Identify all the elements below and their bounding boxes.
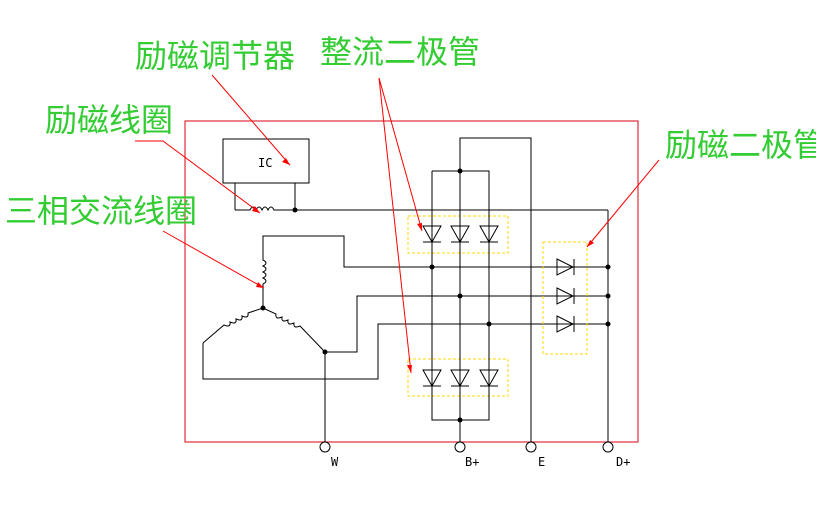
stator-coil-a	[261, 248, 267, 308]
terminal-d-plus	[602, 441, 614, 453]
terminal-d-plus-label: D+	[616, 455, 630, 469]
stator-phase-b-lead	[202, 323, 608, 380]
leader-arrowheads	[252, 158, 594, 373]
stator-neutral	[260, 305, 266, 311]
rectifier-top-group	[407, 215, 509, 254]
terminal-b-plus-label: B+	[465, 455, 479, 469]
ic-label: IC	[258, 156, 272, 170]
terminal-e	[525, 441, 537, 453]
exciter-diodes	[556, 258, 575, 333]
terminal-b-plus	[454, 441, 466, 453]
field-coil	[235, 206, 295, 212]
terminal-w-label: W	[331, 455, 339, 469]
node-top-mid	[457, 168, 463, 174]
b-plus-frame	[431, 170, 490, 421]
stator-coil-c	[262, 307, 326, 353]
rectifier-diodes-top	[422, 225, 499, 244]
housing-frame	[184, 120, 639, 443]
d-node-1	[605, 264, 611, 270]
node-b	[486, 321, 492, 327]
stator-coil-b	[202, 307, 264, 344]
d-node-3	[605, 321, 611, 327]
label-rectifier: 整流二极管	[320, 33, 480, 71]
top-return	[459, 137, 532, 442]
terminal-e-label: E	[538, 455, 545, 469]
rectifier-bottom-group	[407, 358, 509, 397]
stator-phase-a-lead	[262, 235, 432, 268]
d-node-2	[605, 293, 611, 299]
exciter-diode-group	[542, 241, 588, 355]
node-bottom-mid	[457, 417, 463, 423]
terminal-w	[319, 441, 331, 453]
w-node	[322, 349, 328, 355]
label-exciter-diodes: 励磁二极管	[665, 126, 816, 164]
label-field-coil: 励磁线圈	[45, 101, 173, 139]
regulator-ic-box	[222, 138, 310, 184]
node-c	[457, 293, 463, 299]
node-a	[429, 264, 435, 270]
field-node	[292, 207, 298, 213]
label-regulator: 励磁调节器	[135, 37, 295, 75]
rectifier-diodes-bottom	[422, 369, 499, 388]
leader-lines	[135, 74, 660, 374]
stator-phase-c-lead	[325, 295, 608, 353]
label-stator: 三相交流线圈	[5, 192, 197, 230]
